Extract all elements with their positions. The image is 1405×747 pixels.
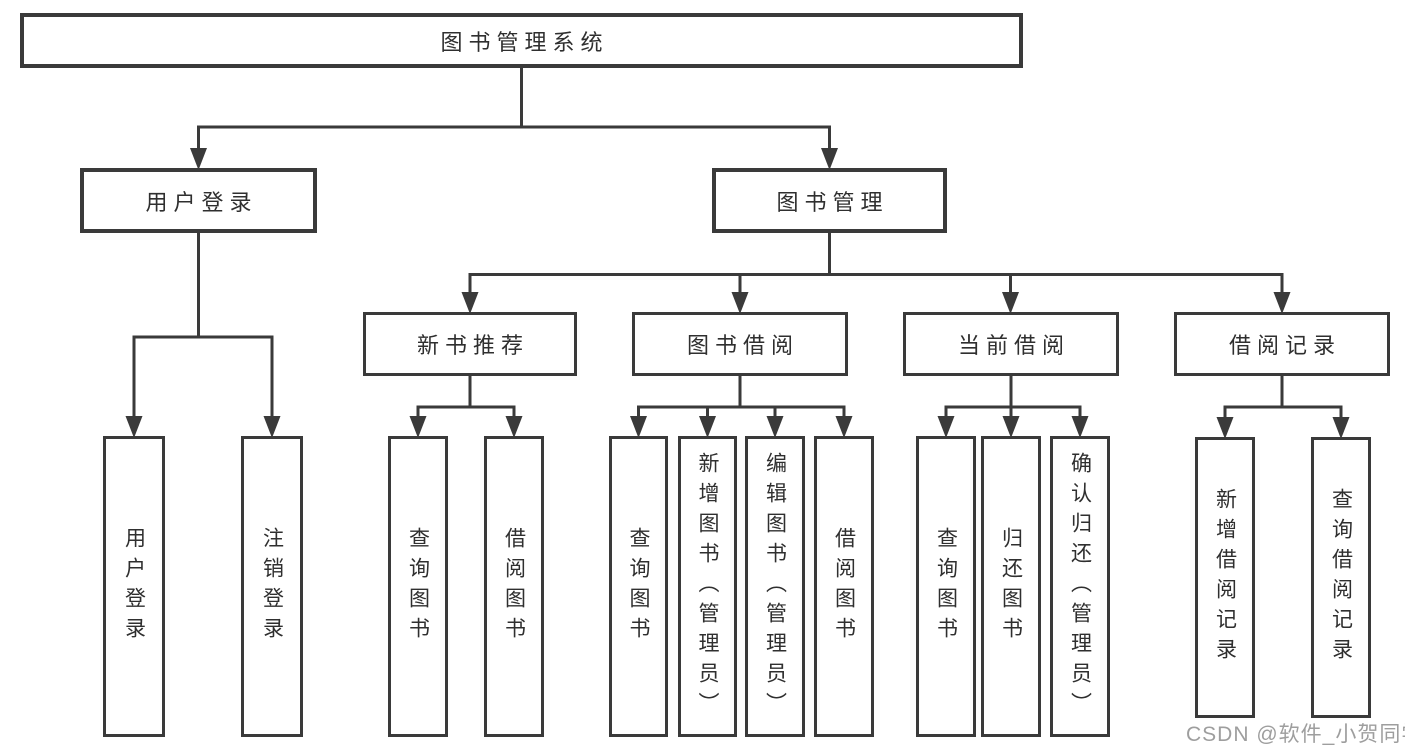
arrow-icon [731, 292, 749, 314]
leaf-borrow-edit-books-admin: 编辑图书（管理员） [745, 436, 805, 737]
csdn-watermark: CSDN @软件_小贺同学 [1186, 723, 1405, 746]
leaf-user-login: 用户登录 [103, 436, 165, 737]
node-book-management: 图书管理 [712, 168, 947, 233]
node-borrow-record: 借阅记录 [1174, 312, 1390, 376]
arrow-icon [937, 416, 955, 438]
connector-currentborrow-to-leaves [944, 376, 1082, 418]
node-book-management-label: 图书管理 [776, 189, 889, 215]
arrow-icon [766, 416, 784, 438]
leaf-newbook-borrow-books: 借阅图书 [484, 436, 544, 737]
connector-root-to-level2 [197, 68, 831, 148]
arrowheads [125, 148, 1350, 439]
leaf-newbook-borrow-books-label: 借阅图书 [502, 526, 526, 647]
leaf-record-query-borrow-record-label: 查询借阅记录 [1329, 487, 1353, 668]
leaf-borrow-add-books-admin-label: 新增图书（管理员） [696, 451, 719, 722]
node-borrow-record-label: 借阅记录 [1228, 333, 1341, 358]
arrow-icon [1071, 416, 1089, 438]
leaf-borrow-query-books-label: 查询图书 [627, 526, 650, 647]
arrow-icon [699, 416, 716, 438]
arrow-icon [505, 416, 523, 438]
leaf-borrow-query-books: 查询图书 [609, 436, 668, 737]
leaf-current-return-books-label: 归还图书 [999, 526, 1023, 647]
leaf-current-query-books: 查询图书 [916, 436, 976, 737]
connector-borrowrecord-to-leaves [1223, 376, 1343, 419]
leaf-current-query-books-label: 查询图书 [934, 526, 958, 647]
leaf-record-query-borrow-record: 查询借阅记录 [1311, 437, 1371, 718]
leaf-current-confirm-return-admin-label: 确认归还（管理员） [1068, 451, 1092, 722]
leaf-current-confirm-return-admin: 确认归还（管理员） [1050, 436, 1110, 737]
arrow-icon [821, 148, 838, 170]
connector-userlogin-to-leaves [132, 233, 274, 418]
node-current-borrow: 当前借阅 [903, 312, 1119, 376]
leaf-borrow-add-books-admin: 新增图书（管理员） [678, 436, 737, 737]
node-book-borrow-label: 图书借阅 [686, 333, 799, 358]
node-new-book-recommend: 新书推荐 [363, 312, 577, 376]
leaf-logout: 注销登录 [241, 436, 303, 737]
node-new-book-recommend-label: 新书推荐 [416, 333, 529, 358]
node-user-login: 用户登录 [80, 168, 317, 233]
arrow-icon [461, 292, 479, 314]
leaf-borrow-borrow-books: 借阅图书 [814, 436, 874, 737]
arrow-icon [1002, 292, 1019, 314]
node-user-login-label: 用户登录 [145, 189, 258, 215]
leaf-borrow-edit-books-admin-label: 编辑图书（管理员） [763, 451, 787, 722]
arrow-icon [1273, 292, 1291, 314]
connector-bookmgmt-to-level3 [468, 233, 1284, 294]
arrow-icon [1332, 417, 1350, 439]
leaf-record-add-borrow-record-label: 新增借阅记录 [1213, 487, 1237, 668]
node-book-borrow: 图书借阅 [632, 312, 848, 376]
leaf-user-login-label: 用户登录 [122, 526, 146, 647]
arrow-icon [1216, 417, 1234, 439]
arrow-icon [835, 416, 853, 438]
node-root: 图书管理系统 [20, 13, 1023, 68]
leaf-borrow-borrow-books-label: 借阅图书 [832, 526, 856, 647]
arrow-icon [190, 148, 207, 170]
node-current-borrow-label: 当前借阅 [957, 333, 1070, 358]
node-root-label: 图书管理系统 [440, 29, 609, 55]
arrow-icon [1002, 416, 1020, 438]
arrow-icon [409, 416, 427, 438]
arrow-icon [630, 416, 647, 438]
leaf-logout-label: 注销登录 [260, 526, 284, 647]
arrow-icon [125, 416, 143, 438]
connector-newbook-to-leaves [416, 376, 516, 418]
leaf-current-return-books: 归还图书 [981, 436, 1041, 737]
leaf-record-add-borrow-record: 新增借阅记录 [1195, 437, 1255, 718]
leaf-newbook-query-books: 查询图书 [388, 436, 448, 737]
leaf-newbook-query-books-label: 查询图书 [406, 526, 430, 647]
arrow-icon [263, 416, 281, 438]
connector-bookborrow-to-leaves [637, 376, 846, 418]
